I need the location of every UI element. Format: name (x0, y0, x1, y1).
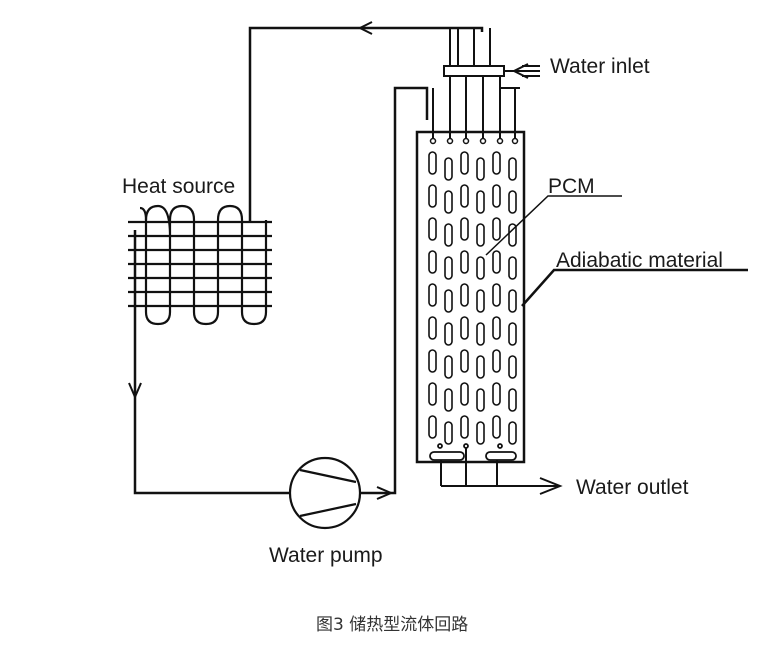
adiabatic-material-label: Adiabatic material (556, 249, 723, 272)
water-outlet-label: Water outlet (576, 476, 689, 499)
flow-arrows (128, 21, 394, 500)
pcm-capsules (428, 151, 517, 445)
water-outlet-pipe (440, 448, 563, 495)
leader-lines (485, 195, 748, 307)
pcm-label: PCM (548, 175, 595, 198)
circulation-pipe (133, 26, 484, 495)
heat-source-coil (128, 204, 272, 326)
heat-source-label: Heat source (122, 175, 236, 198)
storage-tank (415, 28, 563, 495)
water-inlet-header (432, 28, 540, 140)
figure-caption: 图3 储热型流体回路 (316, 615, 469, 635)
inlet-nozzles (429, 137, 519, 145)
water-pump-label: Water pump (269, 544, 383, 567)
water-pump (288, 456, 362, 530)
outlet-collectors (429, 443, 517, 461)
water-inlet-label: Water inlet (550, 55, 650, 78)
